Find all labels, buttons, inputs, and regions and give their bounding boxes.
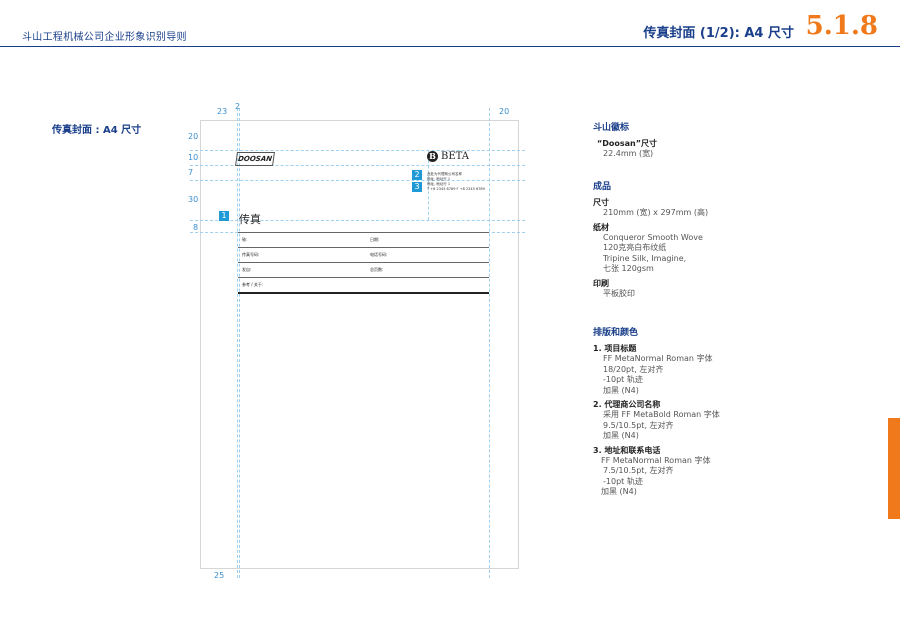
agent-address-2: 地址, 地址行 1	[427, 182, 451, 186]
guide-left-inner	[239, 108, 240, 578]
spec-logo-section: 斗山徽标 “Doosan”尺寸 22.4mm (宽)	[593, 120, 657, 160]
spec-paper-line-3: Tripine Silk, Imagine,	[603, 253, 687, 263]
form-row-fax: 传真号码: 电话号码:	[238, 248, 489, 263]
spec-paper-line-4: 七张 120gsm	[603, 264, 654, 273]
agent-name: 此处为代理商公司名称	[427, 172, 462, 176]
dim-logo-height: 10	[188, 153, 199, 162]
spec-item2-line-1: 采用 FF MetaBold Roman 字体	[603, 410, 720, 419]
beta-logo-text: BETA	[441, 151, 469, 162]
spec-item1-line-4: 加黑 (N4)	[603, 385, 639, 395]
diagram-caption: 传真封面 : A4 尺寸	[52, 125, 142, 136]
form-label-from: 发自:	[242, 267, 252, 272]
spec-item1-line-2: 18/20pt, 左对齐	[603, 364, 664, 374]
guide-title-line	[190, 220, 525, 221]
form-row-reference: 参考 / 关于:	[238, 278, 489, 294]
guide-address-top	[190, 180, 525, 181]
agent-phone: T +8 2345 6789 F +8 2345 6789	[427, 187, 485, 191]
page-title: 传真封面 (1/2): A4 尺寸	[643, 26, 794, 41]
dim-logo-gap: 7	[188, 168, 194, 177]
spec-item2-title: 2. 代理商公司名称	[593, 400, 661, 409]
fax-form: 致: 日期: 传真号码: 电话号码: 发自: 总页数: 参考 / 关于:	[238, 232, 489, 294]
spec-item2-line-3: 加黑 (N4)	[603, 431, 639, 440]
guide-agent-column	[428, 150, 429, 220]
spec-logo-sub: “Doosan”尺寸	[597, 139, 658, 148]
spec-print-value: 平板胶印	[603, 288, 635, 298]
dim-right-width: 20	[499, 107, 510, 116]
spec-item1-line-3: -10pt 轨迹	[603, 375, 643, 384]
guide-top-margin	[190, 150, 525, 151]
guide-logo-bottom	[190, 165, 525, 166]
callout-badge-2: 2	[412, 170, 422, 180]
dim-gap: 2	[235, 102, 241, 111]
spec-item2-line-2: 9.5/10.5pt, 左对齐	[603, 420, 674, 430]
guide-title: 斗山工程机械公司企业形象识别导则	[22, 32, 187, 43]
form-label-reference: 参考 / 关于:	[242, 282, 264, 287]
section-number: 5.1.8	[805, 11, 878, 41]
form-label-fax-number: 传真号码:	[242, 252, 260, 257]
form-row-from: 发自: 总页数:	[238, 263, 489, 278]
form-row-to: 致: 日期:	[238, 232, 489, 248]
spec-paper-label: 纸材	[593, 222, 609, 232]
agent-address-1: 地址, 地址行 1	[427, 177, 451, 181]
spec-paper-line-2: 120克亮白布纹纸	[603, 243, 667, 252]
dim-form-gap: 8	[193, 223, 199, 232]
spec-logo-value: 22.4mm (宽)	[603, 149, 654, 158]
spec-size-label: 尺寸	[593, 198, 609, 207]
spec-typo-heading: 排版和颜色	[593, 328, 639, 338]
form-label-phone-number: 电话号码:	[370, 252, 388, 257]
spec-item3-line-4: 加黑 (N4)	[601, 487, 637, 496]
doosan-logo: DOOSAN	[235, 152, 275, 166]
guide-left-margin	[237, 108, 238, 578]
dim-bottom-margin: 25	[214, 571, 225, 580]
spec-item3-line-3: -10pt 轨迹	[603, 476, 643, 486]
dim-top-margin: 20	[188, 132, 199, 141]
spec-print-label: 印刷	[593, 278, 609, 288]
section-tab-marker	[888, 418, 900, 519]
spec-paper-line-1: Conqueror Smooth Wove	[603, 232, 703, 242]
spec-product-section: 成品 尺寸 210mm (宽) x 297mm (高) 纸材 Conqueror…	[593, 179, 708, 299]
fax-title: 传真	[239, 213, 261, 226]
form-label-total-pages: 总页数:	[370, 267, 384, 272]
beta-logo-mark: B	[427, 151, 438, 162]
spec-item1-title: 1. 项目标题	[593, 344, 637, 353]
spec-logo-heading: 斗山徽标	[593, 123, 630, 133]
spec-item3-line-1: FF MetaNormal Roman 字体	[601, 455, 711, 465]
form-label-to: 致:	[242, 237, 248, 242]
callout-badge-1: 1	[219, 211, 229, 221]
callout-badge-3: 3	[412, 182, 422, 192]
spec-item1-line-1: FF MetaNormal Roman 字体	[603, 354, 713, 363]
dim-title-gap: 30	[188, 195, 199, 204]
spec-typo-section: 排版和颜色 1. 项目标题 FF MetaNormal Roman 字体 18/…	[593, 325, 720, 498]
spec-product-heading: 成品	[593, 182, 612, 192]
dim-left-width: 23	[217, 107, 228, 116]
spec-item3-line-2: 7.5/10.5pt, 左对齐	[603, 466, 674, 475]
header-divider	[0, 46, 900, 47]
guide-right-margin	[489, 108, 490, 578]
spec-size-value: 210mm (宽) x 297mm (高)	[603, 208, 709, 217]
spec-item3-title: 3. 地址和联系电话	[593, 445, 661, 455]
agent-address-block: 此处为代理商公司名称 地址, 地址行 1 地址, 地址行 1 T +8 2345…	[427, 172, 485, 192]
form-label-date: 日期:	[370, 237, 380, 242]
fax-page-outline	[200, 120, 519, 569]
